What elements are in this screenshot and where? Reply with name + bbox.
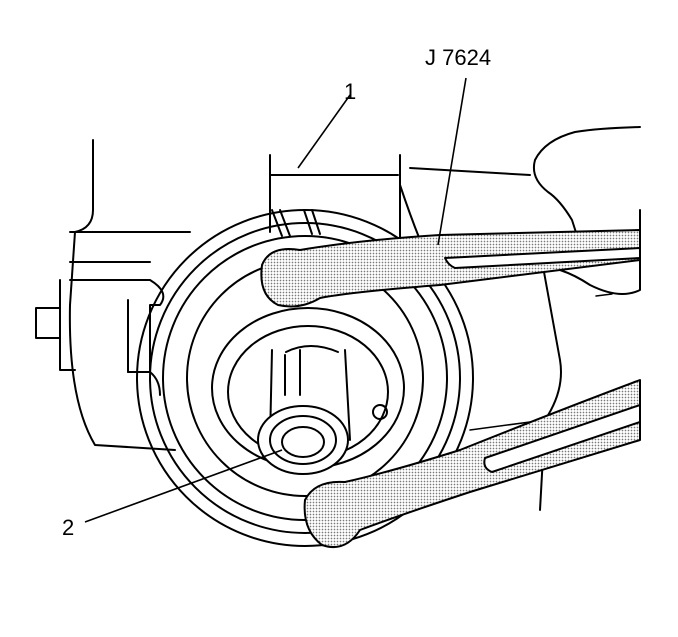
spanner-wrench-upper [260, 229, 641, 308]
leader-line-1 [297, 94, 351, 169]
spanner-wrench-lower [303, 379, 641, 549]
callout-label-1: 1 [344, 79, 356, 104]
callout-label-2: 2 [62, 515, 74, 540]
leader-line-2 [84, 449, 283, 523]
leader-lines [84, 77, 467, 523]
hand [532, 126, 641, 297]
leader-line-tool [437, 77, 467, 246]
callout-label-tool: J 7624 [425, 45, 491, 70]
crankshaft-hub-bolt [257, 405, 349, 475]
